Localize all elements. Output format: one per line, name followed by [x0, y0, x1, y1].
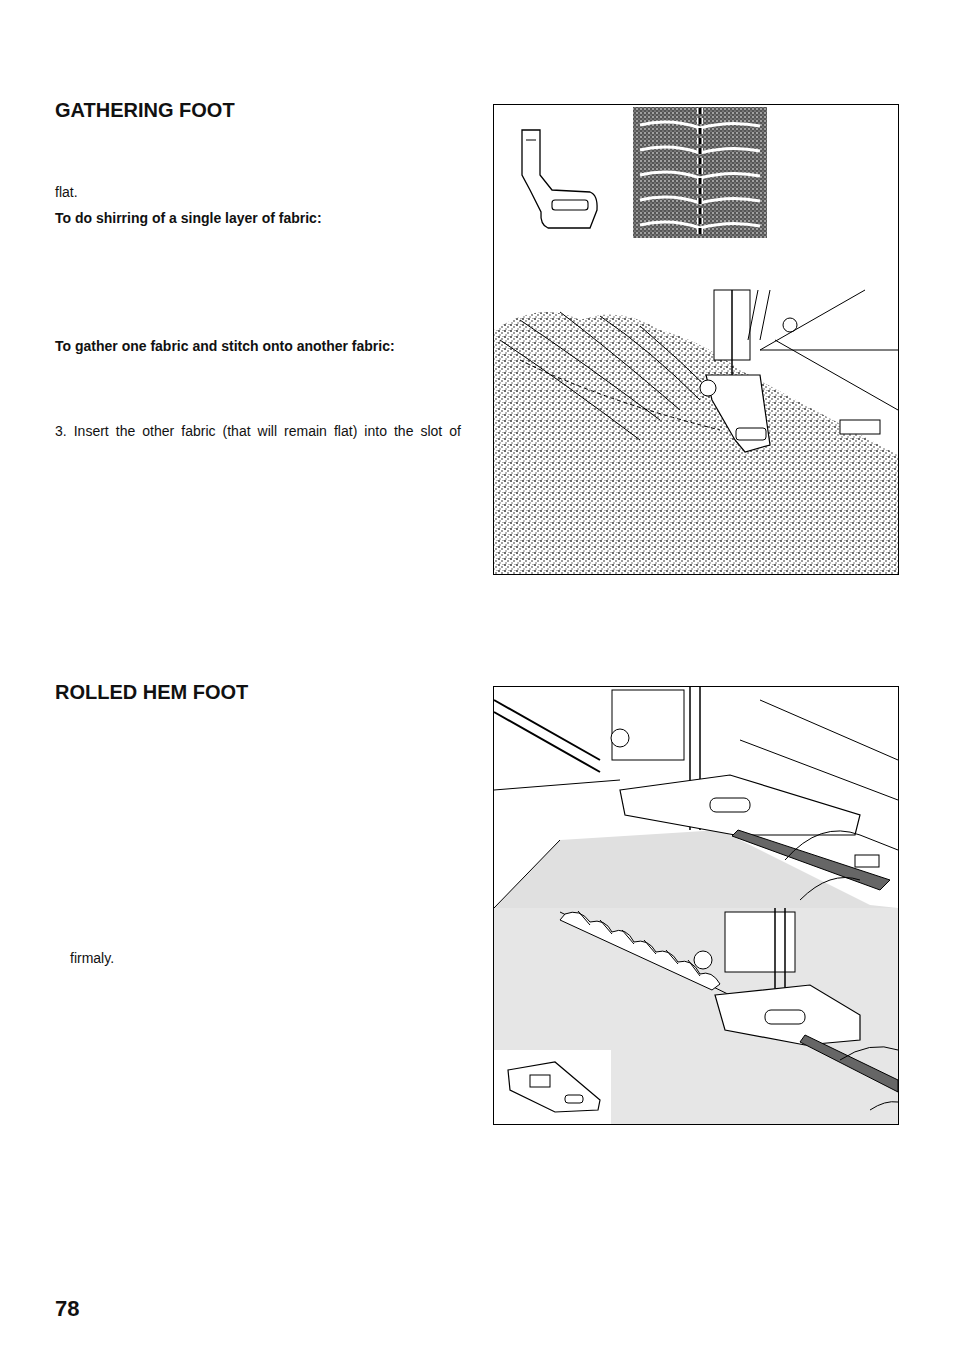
- body-text: flat.: [55, 184, 78, 201]
- rolled-hem-illustration: [494, 686, 899, 1125]
- body-text: 3. Insert the other fabric (that will re…: [55, 423, 461, 440]
- body-text: firmaly.: [70, 950, 114, 967]
- section-heading: GATHERING FOOT: [55, 98, 235, 122]
- section-heading: ROLLED HEM FOOT: [55, 680, 248, 704]
- gathering-illustration: [494, 105, 899, 575]
- subheading: To do shirring of a single layer of fabr…: [55, 210, 322, 227]
- subheading: To gather one fabric and stitch onto ano…: [55, 338, 395, 355]
- page-number: 78: [55, 1296, 79, 1322]
